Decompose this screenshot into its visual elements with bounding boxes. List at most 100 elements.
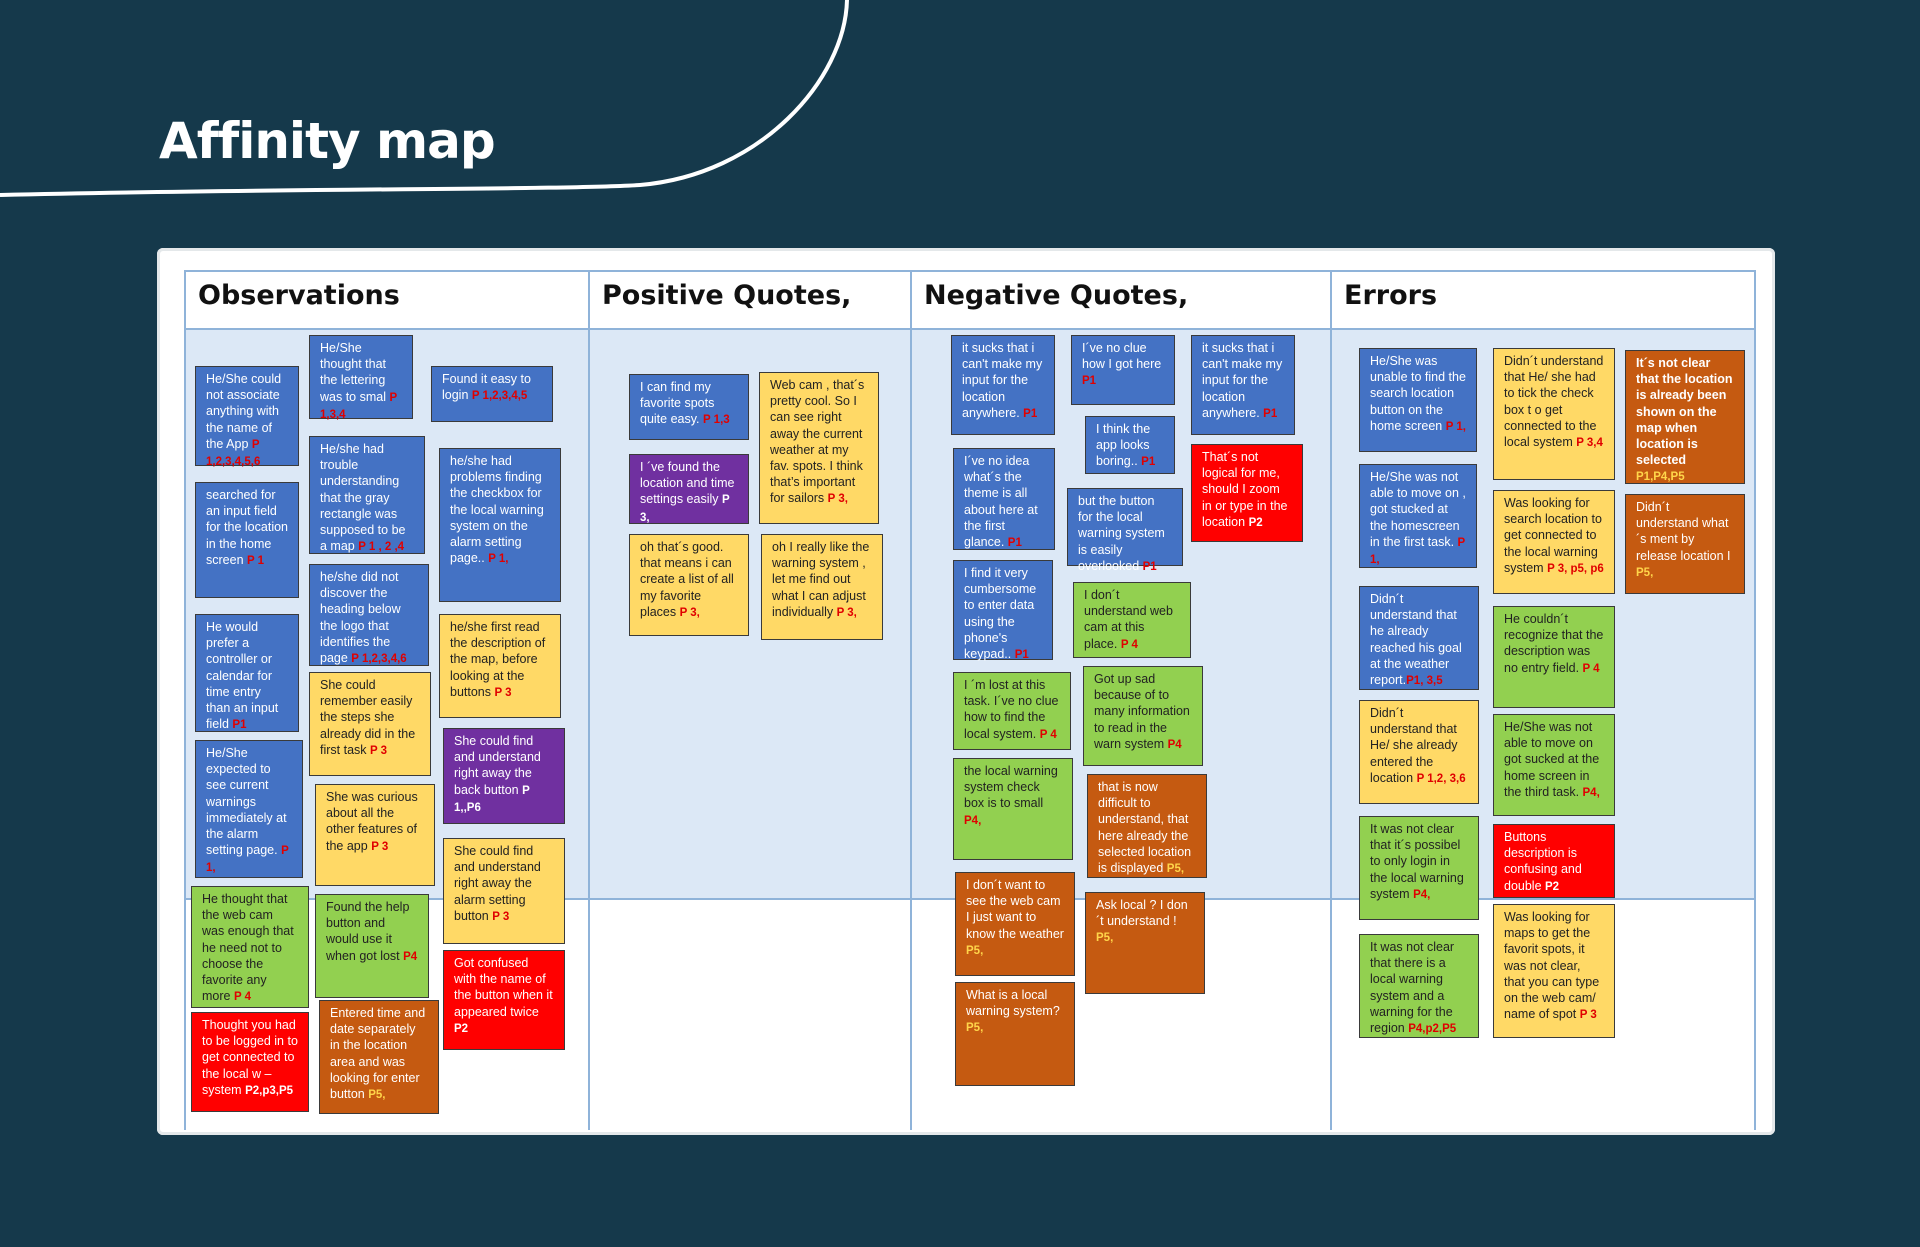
sticky-note: Entered time and date separately in the … [319, 1000, 439, 1114]
note-text: Didn´t understand that He/ she already e… [1370, 706, 1458, 785]
sticky-note: I ´m lost at this task. I´ve no clue how… [953, 672, 1071, 750]
note-text: I can find my favorite spots quite easy. [640, 380, 715, 427]
participant-ref: P4, [964, 814, 982, 827]
participant-ref: P1, 3,5 [1406, 675, 1443, 688]
page-title: Affinity map [159, 112, 496, 170]
participant-ref: P2 [454, 1022, 469, 1035]
note-text: I don´t understand web cam at this place… [1084, 588, 1173, 651]
column-header-negative-quotes: Negative Quotes, [924, 280, 1189, 311]
participant-ref: P 3 [492, 910, 510, 923]
participant-ref: P 3, [836, 606, 857, 619]
note-text: It was not clear that it´s possibel to o… [1370, 822, 1464, 901]
sticky-note: that is now difficult to understand, tha… [1087, 774, 1207, 878]
note-text: Didn´t understand what´s ment by release… [1636, 500, 1731, 563]
sticky-note: Was looking for search location to get c… [1493, 490, 1615, 594]
sticky-note: I don´t want to see the web cam I just w… [955, 872, 1075, 976]
participant-ref: P 3 [1579, 1009, 1597, 1022]
note-text: it sucks that i can't make my input for … [962, 341, 1043, 420]
note-text: She could find and understand right away… [454, 734, 541, 797]
column-header-errors: Errors [1344, 280, 1438, 311]
note-text: I think the app looks boring.. [1096, 422, 1151, 469]
participant-ref: P 3 [371, 840, 389, 853]
participant-ref: P5, [368, 1089, 386, 1102]
sticky-note: I don´t understand web cam at this place… [1073, 582, 1191, 658]
column-header-observations: Observations [198, 280, 400, 311]
sticky-note: Thought you had to be logged in to get c… [191, 1012, 309, 1112]
sticky-note: Ask local ? I don´t understand ! P5, [1085, 892, 1205, 994]
note-text: Didn´t understand that He/ she had to ti… [1504, 354, 1604, 450]
note-text: It´s not clear that the location is alre… [1636, 356, 1733, 468]
sticky-note: Didn´t understand that he already reache… [1359, 586, 1479, 690]
sticky-note: Found it easy to login P 1,2,3,4,5 [431, 366, 553, 422]
participant-ref: P 4 [1120, 638, 1138, 651]
sticky-note: searched for an input field for the loca… [195, 482, 299, 598]
participant-ref: P4 [1167, 738, 1182, 751]
sticky-note: What is a local warning system? P5, [955, 982, 1075, 1086]
sticky-note: it sucks that i can't make my input for … [951, 335, 1055, 435]
sticky-note: I ´ve found the location and time settin… [629, 454, 749, 524]
sticky-note: She could find and understand right away… [443, 838, 565, 944]
note-text: Was looking for maps to get the favorit … [1504, 910, 1600, 1022]
note-text: He/She could not associate anything with… [206, 372, 282, 451]
note-text: Thought you had to be logged in to get c… [202, 1018, 298, 1097]
participant-ref: P 1, [1445, 420, 1466, 433]
note-text: He would prefer a controller or calendar… [206, 620, 279, 732]
grid-line [910, 270, 912, 1130]
participant-ref: P5, [1096, 932, 1114, 945]
participant-ref: P 1,3,4 [320, 391, 397, 421]
grid-line [184, 270, 1756, 272]
sticky-note: oh that´s good. that means i can create … [629, 534, 749, 636]
participant-ref: P 3,4 [1576, 437, 1603, 450]
sticky-note: She could find and understand right away… [443, 728, 565, 824]
sticky-note: It was not clear that there is a local w… [1359, 934, 1479, 1038]
sticky-note: Didn´t understand what´s ment by release… [1625, 494, 1745, 594]
sticky-note: Didn´t understand that He/ she already e… [1359, 700, 1479, 804]
note-text: What is a local warning system? [966, 988, 1060, 1019]
participant-ref: P 4 [233, 991, 252, 1004]
grid-line [184, 328, 1756, 330]
sticky-note: She was curious about all the other feat… [315, 784, 435, 886]
sticky-note: Was looking for maps to get the favorit … [1493, 904, 1615, 1038]
participant-ref: P4,p2,P5 [1408, 1023, 1457, 1036]
participant-ref: P2 [1248, 516, 1263, 529]
grid-line [1330, 270, 1332, 1130]
sticky-note: He/She could not associate anything with… [195, 366, 299, 468]
participant-ref: P 1, [488, 553, 509, 566]
sticky-note: She could remember easily the steps she … [309, 672, 431, 776]
sticky-note: It was not clear that it´s possibel to o… [1359, 816, 1479, 920]
note-text: it sucks that i can't make my input for … [1202, 341, 1283, 420]
note-text: He/She thought that the lettering was to… [320, 341, 390, 404]
sticky-note: He/she had trouble understanding that th… [309, 436, 425, 554]
sticky-note: but the button for the local warning sys… [1067, 488, 1183, 573]
decorative-curve [0, 0, 849, 197]
note-text: He/She expected to see current warnings … [206, 746, 287, 858]
note-text: oh I really like the warning system , le… [772, 540, 870, 619]
participant-ref: P 1 , 2 ,4 [358, 541, 405, 554]
note-text: It was not clear that there is a local w… [1370, 940, 1455, 1036]
sticky-note: He couldn´t recognize that the descripti… [1493, 606, 1615, 708]
participant-ref: P1 [1023, 407, 1038, 420]
participant-ref: P 3, [640, 494, 730, 524]
participant-ref: P 3 [494, 686, 512, 699]
sticky-note: he/she did not discover the heading belo… [309, 564, 429, 666]
participant-ref: P5, [1636, 566, 1654, 579]
participant-ref: P 1,2,3,4,5 [471, 390, 528, 403]
sticky-note: He/She thought that the lettering was to… [309, 335, 413, 421]
sticky-note: oh I really like the warning system , le… [761, 534, 883, 640]
participant-ref: P 4 [1039, 728, 1057, 741]
sticky-note: Got confused with the name of the button… [443, 950, 565, 1050]
sticky-note: He/She expected to see current warnings … [195, 740, 303, 878]
note-text: She could find and understand right away… [454, 844, 541, 923]
sticky-note: he/she had problems finding the checkbox… [439, 448, 561, 602]
participant-ref: P 1,2, 3,6 [1416, 772, 1466, 785]
sticky-note: He/She was not able to move on got sucke… [1493, 714, 1615, 816]
note-text: but the button for the local warning sys… [1078, 494, 1165, 573]
participant-ref: P 1 [247, 554, 265, 567]
participant-ref: P4 [403, 950, 418, 963]
note-text: That´s not logical for me, should I zoom… [1202, 450, 1288, 529]
note-text: Was looking for search location to get c… [1504, 496, 1602, 575]
note-text: that is now difficult to understand, tha… [1098, 780, 1192, 876]
sticky-note: it sucks that i can't make my input for … [1191, 335, 1295, 435]
note-text: He/She was not able to move on got sucke… [1504, 720, 1600, 799]
note-text: I´ve no clue how I got here [1082, 341, 1162, 372]
